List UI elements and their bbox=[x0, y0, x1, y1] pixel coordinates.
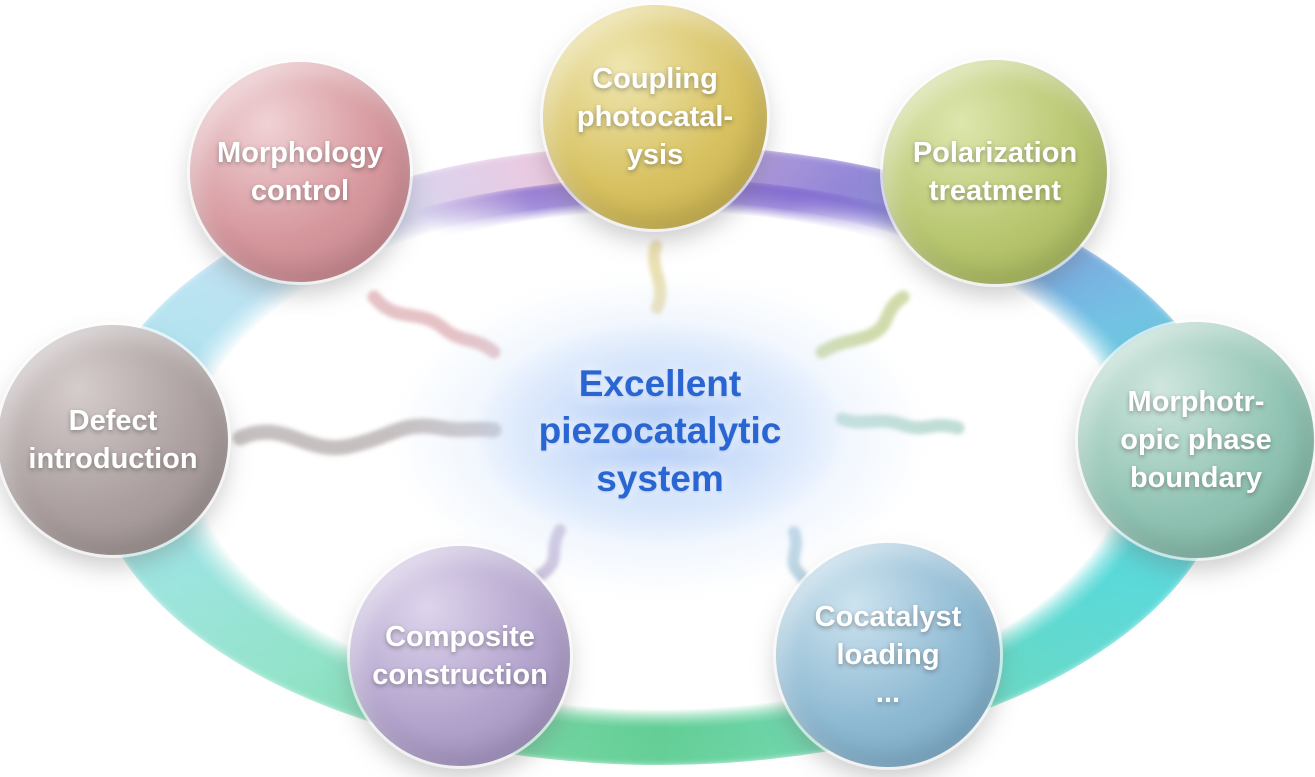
node-label: Coupling photocatal- ysis bbox=[576, 62, 734, 172]
node-label: Polarization treatment bbox=[912, 136, 1078, 207]
node-label: Cocatalyst loading ... bbox=[814, 600, 962, 710]
node-label: Morphotr- opic phase boundary bbox=[1120, 385, 1272, 495]
node-morphotropic-phase-boundary: Morphotr- opic phase boundary bbox=[1078, 322, 1314, 558]
node-cocatalyst-loading: Cocatalyst loading ... bbox=[776, 543, 1000, 767]
connector-defect bbox=[232, 418, 502, 456]
node-composite-construction: Composite construction bbox=[350, 546, 570, 766]
connector-coupling bbox=[648, 240, 667, 314]
connector-morphotropic bbox=[835, 412, 965, 435]
center-glow bbox=[480, 325, 840, 540]
node-label: Morphology control bbox=[217, 136, 383, 207]
node-defect-introduction: Defect introduction bbox=[0, 325, 228, 555]
connector-morphology bbox=[367, 290, 501, 359]
node-polarization-treatment: Polarization treatment bbox=[883, 60, 1107, 284]
node-label: Composite construction bbox=[372, 620, 548, 691]
node-coupling-photocatalysis: Coupling photocatal- ysis bbox=[543, 5, 767, 229]
connector-polarization bbox=[815, 290, 910, 359]
node-label: Defect introduction bbox=[28, 404, 198, 475]
node-morphology-control: Morphology control bbox=[190, 62, 410, 282]
center-title: Excellent piezocatalytic system bbox=[538, 362, 782, 499]
